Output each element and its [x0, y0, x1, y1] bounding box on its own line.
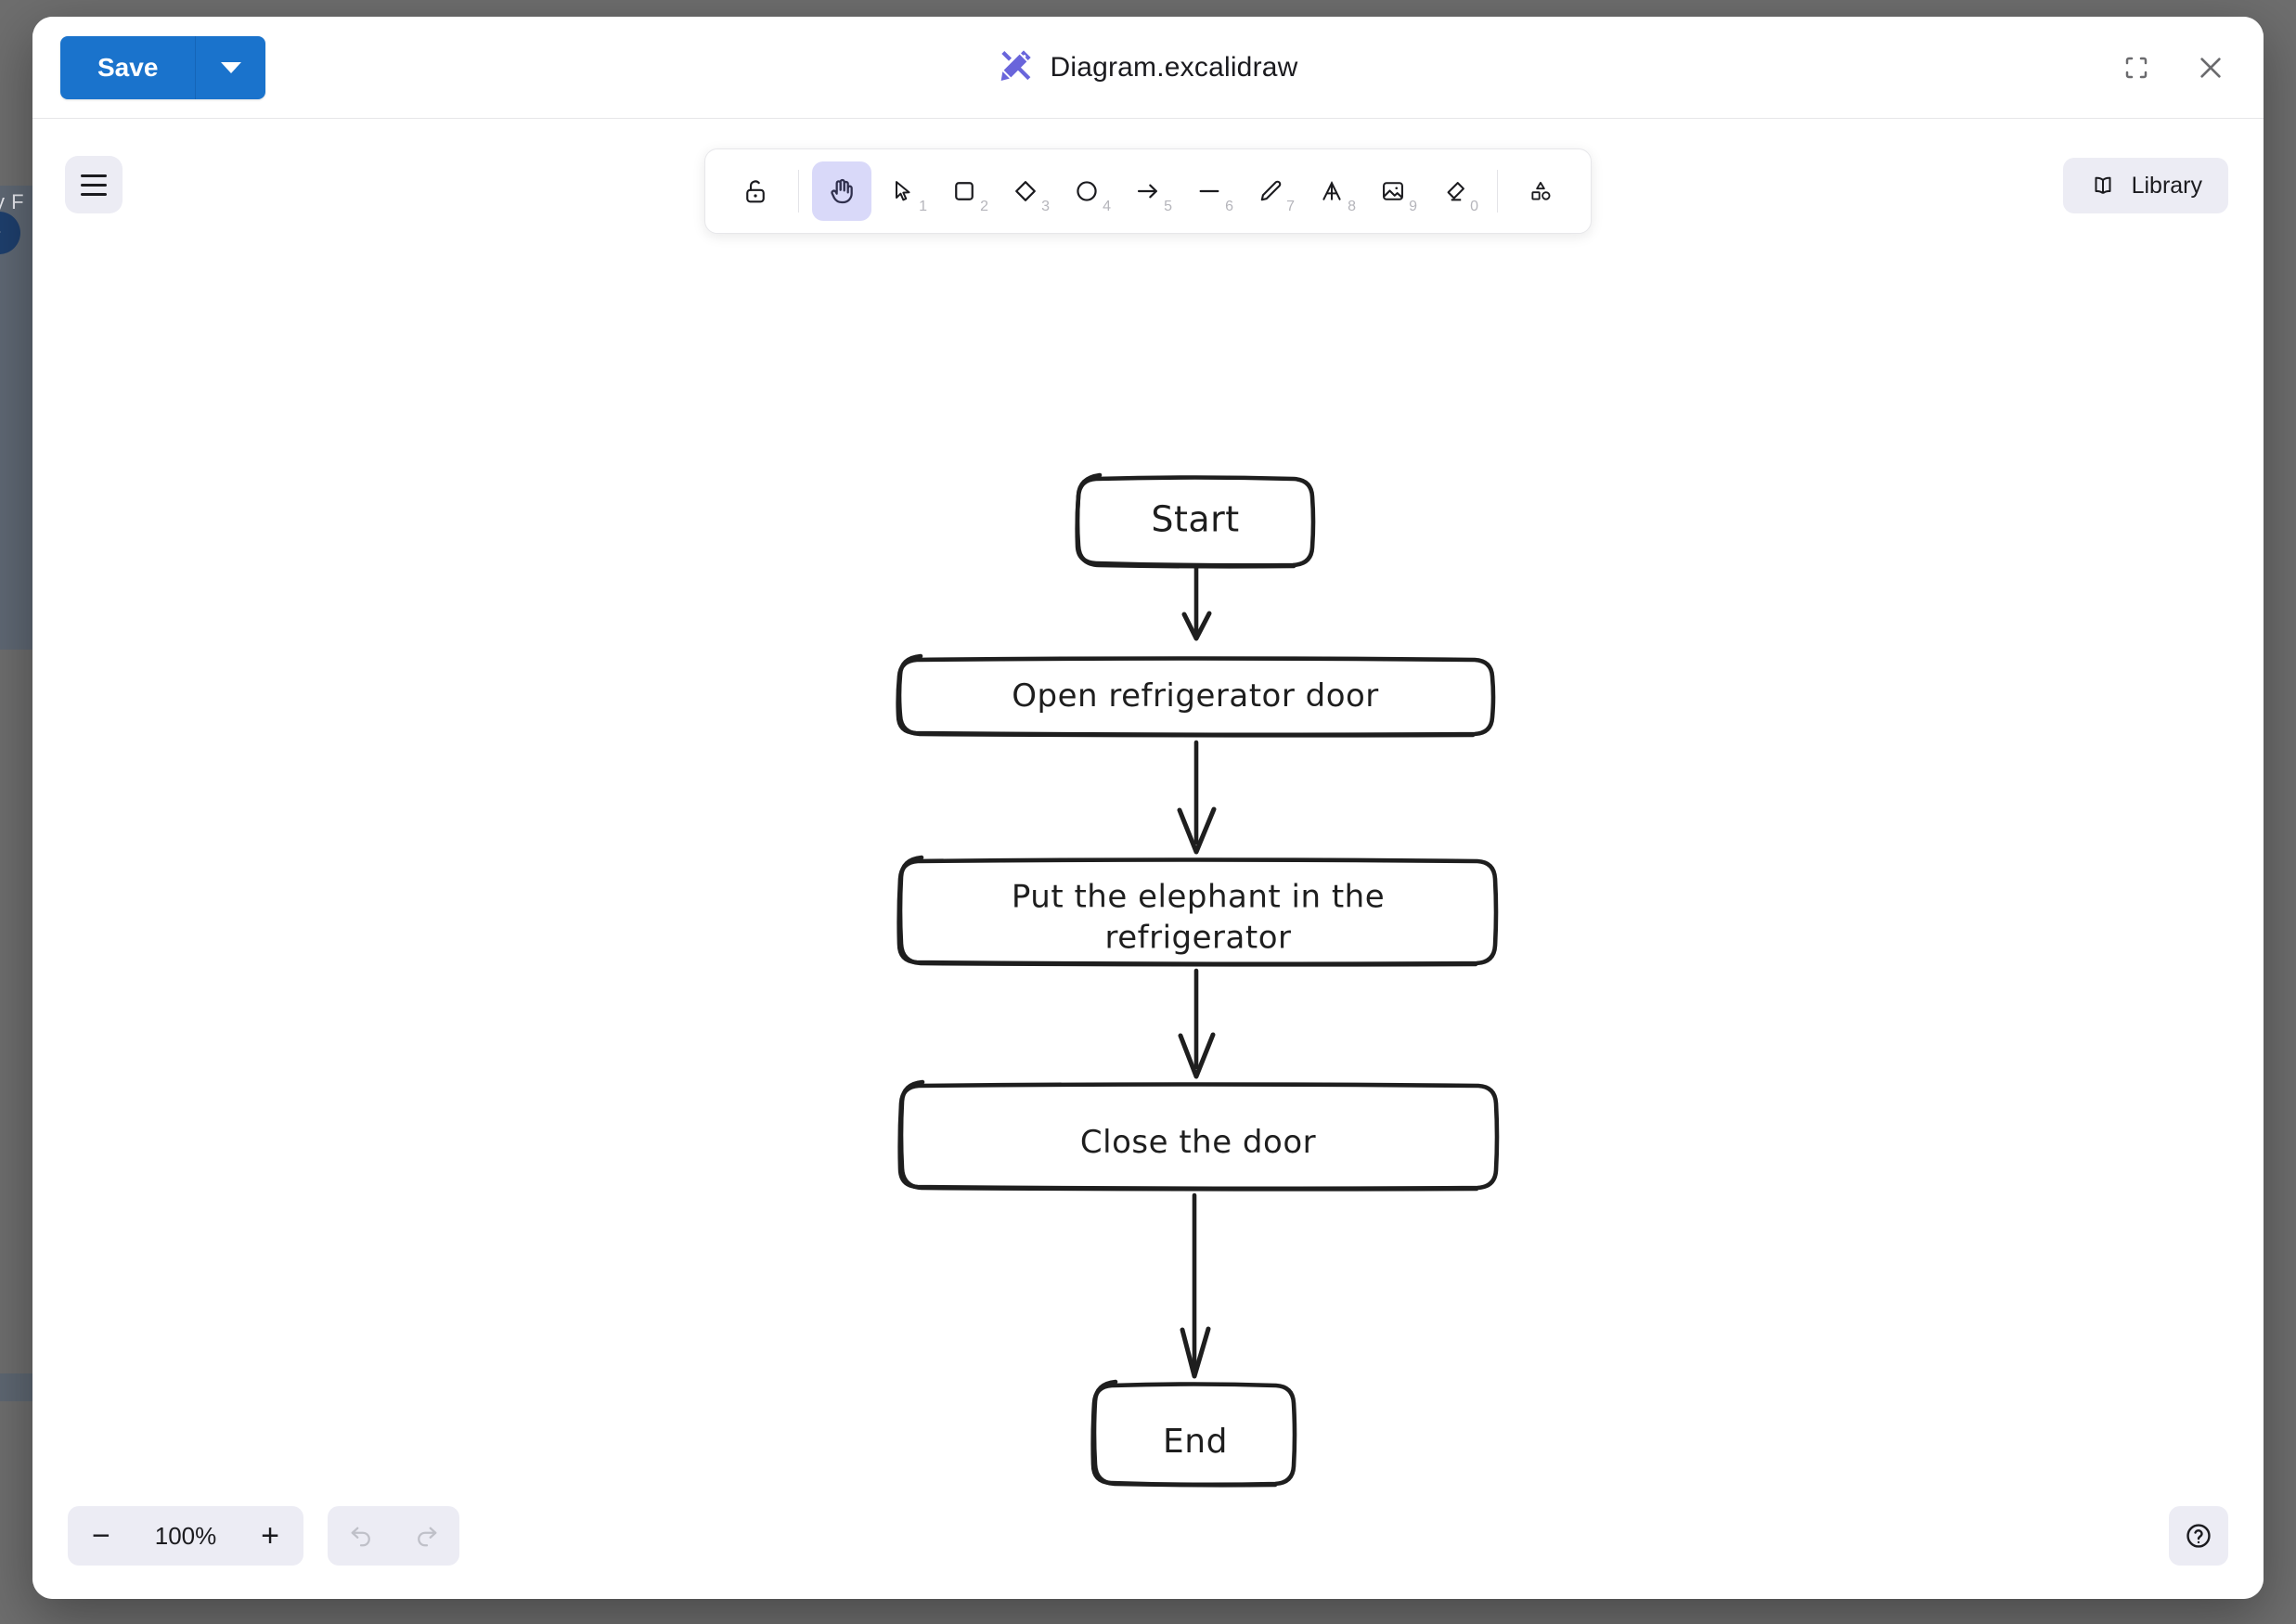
node-label-open: Open refrigerator door	[1012, 677, 1379, 715]
library-button-label: Library	[2131, 172, 2202, 199]
save-dropdown-button[interactable]	[195, 35, 266, 99]
history-control	[328, 1506, 459, 1566]
pencil-icon[interactable]: 7	[1241, 161, 1300, 221]
hamburger-menu-icon[interactable]	[65, 156, 123, 213]
line-icon[interactable]: 6	[1180, 161, 1239, 221]
save-button-group: Save	[60, 35, 266, 99]
fullscreen-icon[interactable]	[2115, 46, 2158, 89]
window-title: Diagram.excalidraw	[1050, 51, 1298, 83]
window-action-buttons	[2115, 46, 2232, 89]
node-start-shape	[1075, 472, 1316, 569]
edge-start-open	[1181, 565, 1212, 641]
modal-title-bar: Save D	[32, 17, 2264, 119]
background-avatar-icon	[0, 212, 20, 254]
image-icon[interactable]: 9	[1363, 161, 1423, 221]
node-label-put: Put the elephant in the refrigerator	[1011, 878, 1386, 956]
zoom-in-button[interactable]: +	[261, 1518, 279, 1553]
tool-shortcut: 7	[1286, 199, 1295, 214]
excalidraw-canvas[interactable]: 1 2 3 4	[32, 119, 2264, 1599]
tool-shortcut: 5	[1164, 199, 1172, 214]
zoom-control: − 100% +	[68, 1506, 303, 1566]
zoom-out-button[interactable]: −	[92, 1518, 110, 1553]
tool-shortcut: 9	[1409, 199, 1417, 214]
node-end-shape	[1090, 1379, 1297, 1488]
close-icon[interactable]	[2189, 46, 2232, 89]
edge-close-end	[1180, 1192, 1211, 1379]
background-label: y F	[0, 190, 25, 213]
book-icon	[2089, 172, 2117, 200]
undo-icon[interactable]	[347, 1520, 375, 1553]
tool-island: 1 2 3 4	[704, 148, 1592, 234]
rectangle-icon[interactable]: 2	[935, 161, 994, 221]
eraser-icon[interactable]: 0	[1425, 161, 1484, 221]
edge-open-put	[1177, 740, 1217, 855]
hand-icon[interactable]	[812, 161, 871, 221]
node-close-shape	[897, 1079, 1500, 1192]
excalidraw-logo-icon	[998, 46, 1035, 88]
tool-shortcut: 8	[1348, 199, 1356, 214]
zoom-level-value[interactable]: 100%	[154, 1521, 217, 1550]
shapes-icon[interactable]	[1511, 161, 1570, 221]
node-label-start: Start	[1151, 498, 1240, 540]
tool-shortcut: 3	[1041, 199, 1050, 214]
node-label-close: Close the door	[1079, 1124, 1317, 1162]
edge-put-close	[1178, 968, 1216, 1079]
chevron-down-icon	[220, 61, 241, 73]
tool-shortcut: 2	[980, 199, 988, 214]
toolbar-divider-2	[1497, 170, 1498, 213]
toolbar-divider-1	[798, 170, 799, 213]
node-open-shape	[896, 653, 1496, 738]
excalidraw-modal-window: Save D	[32, 17, 2264, 1599]
arrow-icon[interactable]: 5	[1118, 161, 1178, 221]
help-circle-icon[interactable]	[2169, 1506, 2228, 1566]
redo-icon[interactable]	[413, 1520, 441, 1553]
flowchart-drawing	[896, 472, 1500, 1488]
save-button[interactable]: Save	[60, 35, 196, 99]
tool-shortcut: 0	[1470, 199, 1478, 214]
selection-icon[interactable]: 1	[873, 161, 933, 221]
diamond-icon[interactable]: 3	[996, 161, 1055, 221]
node-label-end: End	[1163, 1422, 1228, 1461]
node-put-shape	[896, 855, 1499, 967]
ellipse-icon[interactable]: 4	[1057, 161, 1116, 221]
tool-shortcut: 1	[919, 199, 927, 214]
window-title-group: Diagram.excalidraw	[32, 46, 2264, 88]
tool-shortcut: 6	[1225, 199, 1233, 214]
tool-shortcut: 4	[1103, 199, 1111, 214]
text-icon[interactable]: 8	[1302, 161, 1361, 221]
lock-icon[interactable]	[726, 161, 785, 221]
library-button[interactable]: Library	[2062, 158, 2228, 213]
